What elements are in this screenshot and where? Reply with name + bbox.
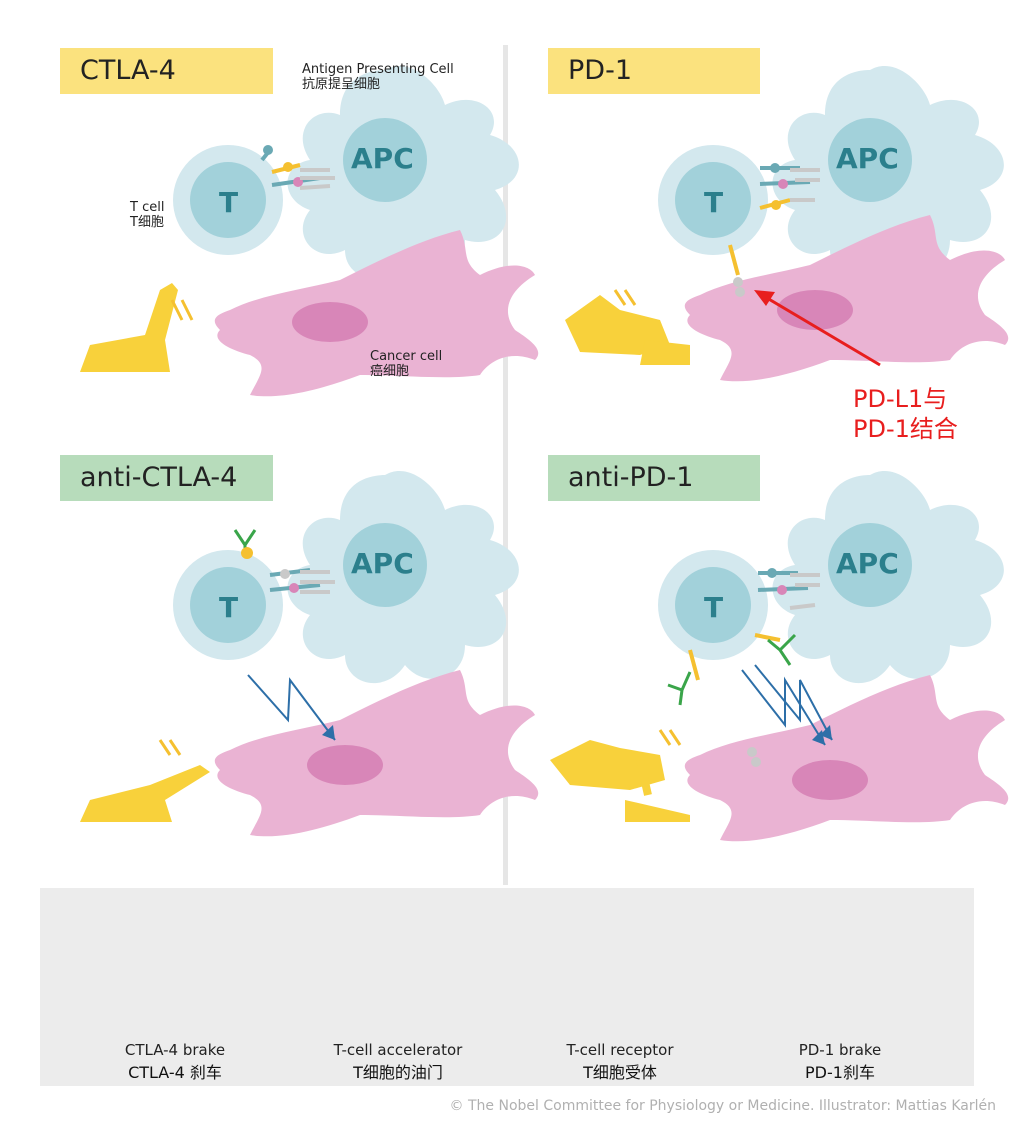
receptor-cluster xyxy=(260,145,335,190)
legend-panel xyxy=(40,888,974,1086)
signal-arrow xyxy=(247,674,336,741)
cancer-label: Cancer cell 癌细胞 xyxy=(370,349,442,379)
legend-pd1-en: PD-1 brake xyxy=(798,1041,882,1059)
legend-accelerator-zh: T细胞的油门 xyxy=(353,1063,443,1082)
annotation-line2: PD-1结合 xyxy=(853,415,958,443)
panel-title-anti-pd1: anti-PD-1 xyxy=(548,455,760,501)
apc-letter-1: APC xyxy=(351,142,414,175)
cancer-label-en: Cancer cell xyxy=(370,349,443,364)
t-letter-4: T xyxy=(704,591,724,624)
apc-label-zh: 抗原提呈细胞 xyxy=(302,77,381,92)
legend-item-accelerator: T-cell accelerator T细胞的油门 xyxy=(313,1041,483,1083)
legend-receptor-en: T-cell receptor xyxy=(566,1041,674,1059)
apc-letter-4: APC xyxy=(836,547,899,580)
t-letter-3: T xyxy=(219,591,239,624)
legend-accelerator-en: T-cell accelerator xyxy=(333,1041,463,1059)
apc-nucleus xyxy=(343,118,427,202)
apc-label-en: Antigen Presenting Cell xyxy=(302,62,454,77)
cancer-nucleus xyxy=(292,302,368,342)
legend-receptor-zh: T细胞受体 xyxy=(583,1063,657,1082)
panel-title-ctla4: CTLA-4 xyxy=(60,48,273,94)
legend-ctla4-zh: CTLA-4 刹车 xyxy=(128,1063,222,1082)
brake-pedal xyxy=(80,283,178,372)
legend-item-receptor: T-cell receptor T细胞受体 xyxy=(545,1041,695,1083)
boot xyxy=(565,295,670,355)
tcell-label-zh: T细胞 xyxy=(130,215,164,230)
apc-label: Antigen Presenting Cell 抗原提呈细胞 xyxy=(302,62,454,92)
panel-title-anti-ctla4: anti-CTLA-4 xyxy=(60,455,273,501)
legend-ctla4-en: CTLA-4 brake xyxy=(124,1041,226,1059)
legend-pd1-zh: PD-1刹车 xyxy=(805,1063,875,1082)
panel-title-pd1: PD-1 xyxy=(548,48,760,94)
legend-item-ctla4: CTLA-4 brake CTLA-4 刹车 xyxy=(100,1041,250,1083)
apc-letter-3: APC xyxy=(351,547,414,580)
apc-letter-2: APC xyxy=(836,142,899,175)
pdl1-annotation: PD-L1与 PD-1结合 xyxy=(853,384,958,444)
annotation-line1: PD-L1与 xyxy=(853,385,948,413)
tcell-inner xyxy=(190,162,266,238)
copyright-notice: © The Nobel Committee for Physiology or … xyxy=(449,1098,996,1114)
panel-divider xyxy=(503,45,508,885)
legend-item-pd1: PD-1 brake PD-1刹车 xyxy=(770,1041,910,1083)
tcell-label-en: T cell xyxy=(130,200,165,215)
t-letter-2: T xyxy=(704,186,724,219)
tcell-label: T cell T细胞 xyxy=(130,200,164,230)
cancer-label-zh: 癌细胞 xyxy=(370,364,410,379)
t-letter-1: T xyxy=(219,186,239,219)
annotation-arrow xyxy=(761,293,881,367)
